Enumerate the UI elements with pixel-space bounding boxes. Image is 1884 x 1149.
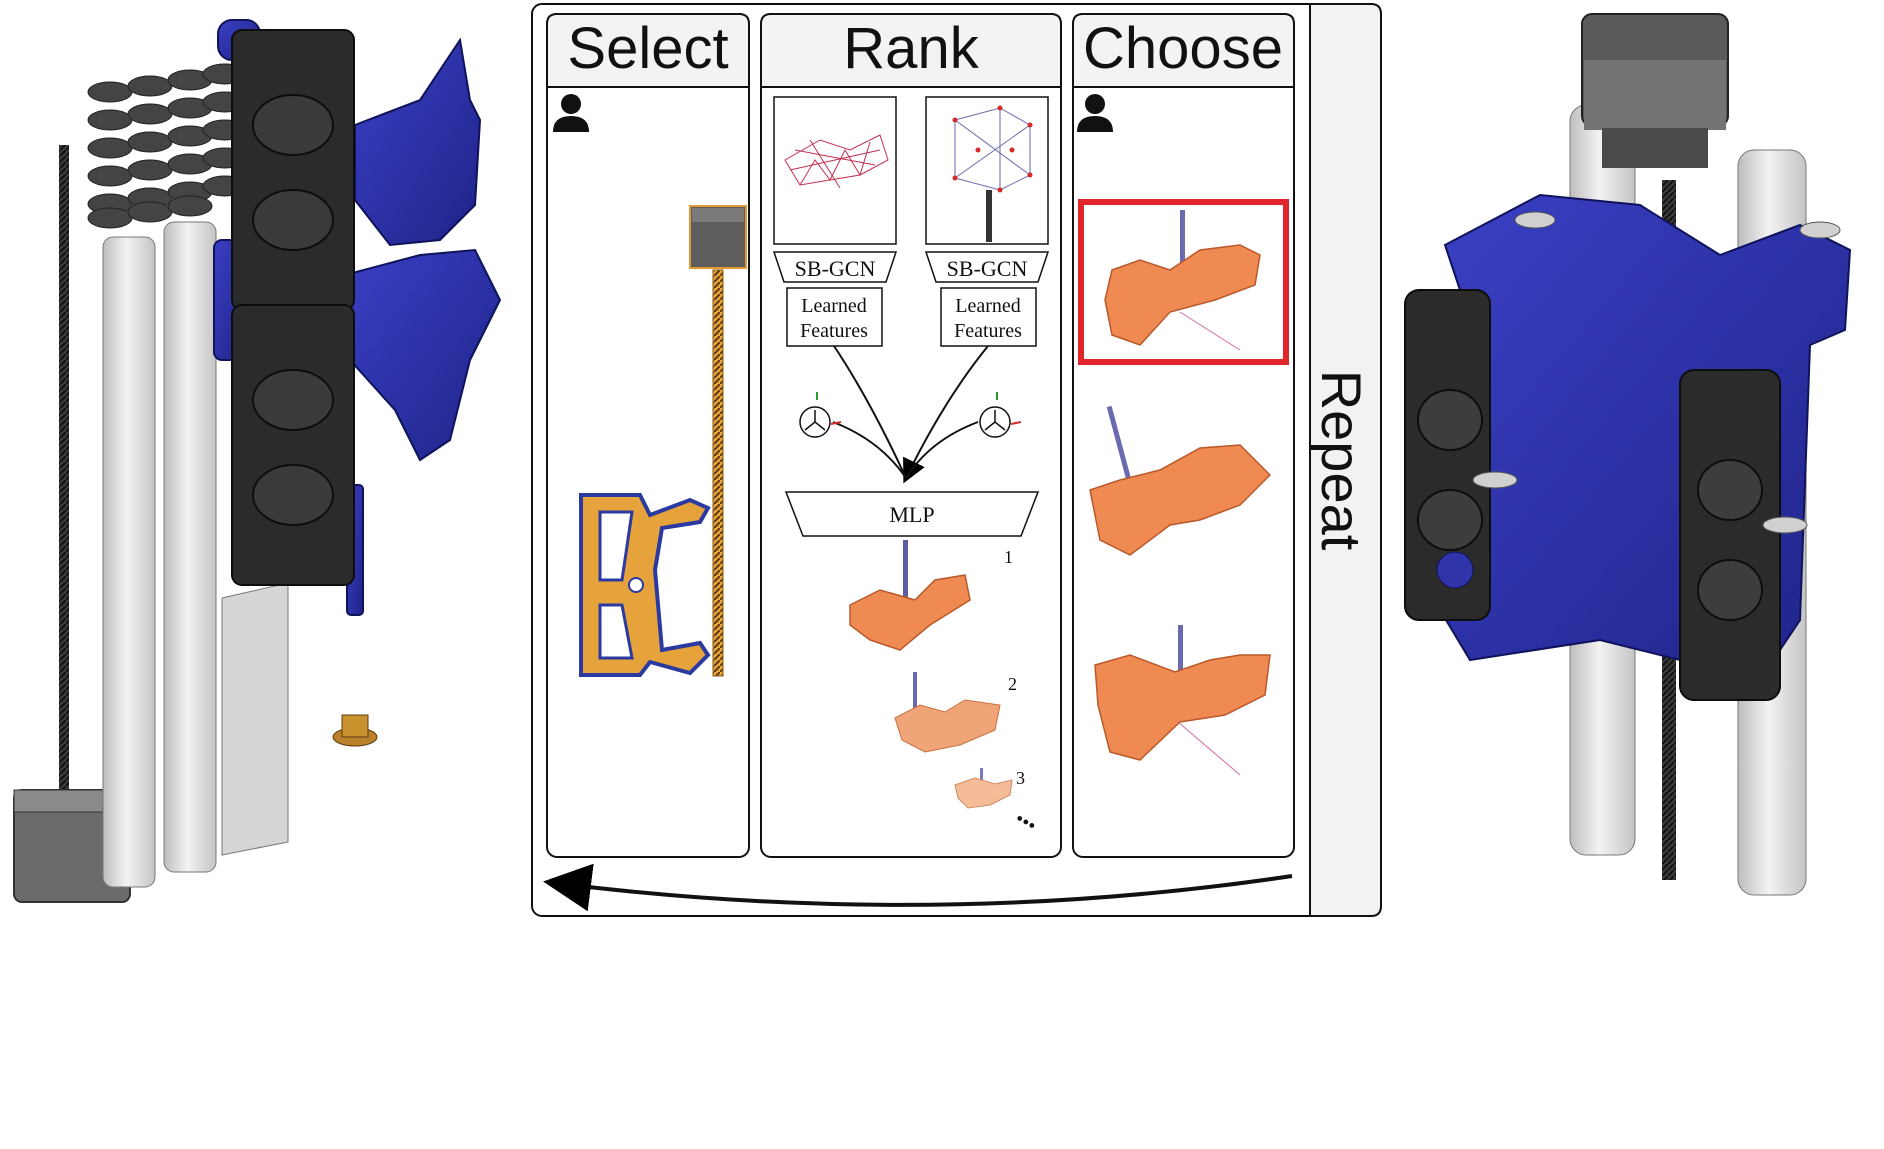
mounting-bracket	[221, 582, 289, 856]
rank-number-2: 2	[1008, 674, 1017, 694]
learned-features-line2-right: Features	[954, 320, 1022, 342]
user-icon	[1077, 94, 1113, 132]
chosen-candidate-1[interactable]	[1104, 210, 1261, 351]
rank-number-3: 3	[1016, 768, 1025, 788]
choose-title: Choose	[1083, 16, 1283, 81]
rank-title: Rank	[843, 16, 979, 81]
merge-arrow-gizmo-right	[905, 421, 979, 479]
repeat-label: Repeat	[1310, 370, 1373, 551]
learned-features-line1-left: Learned	[801, 295, 867, 317]
rank-panel: Rank SB-GCN SB-G	[760, 13, 1062, 858]
stepper-motor-icon	[1581, 13, 1729, 168]
chosen-candidate-3[interactable]	[1094, 625, 1271, 776]
graph-nodes	[952, 105, 1033, 193]
chosen-candidate-2[interactable]	[1089, 405, 1272, 556]
blue-knob	[1436, 551, 1474, 589]
guide-tube	[163, 221, 217, 873]
merge-arrow-gizmo-left	[832, 421, 907, 479]
mlp-block	[784, 491, 1040, 537]
ranked-candidate-3: 3	[954, 768, 1025, 809]
selected-candidate-highlight[interactable]	[1078, 199, 1289, 365]
sb-gcn-encoder-right	[924, 251, 1050, 283]
ranked-candidate-2: 2	[894, 672, 1017, 753]
learned-features-box-left	[786, 287, 883, 347]
rank-number-1: 1	[1004, 547, 1013, 567]
exploded-assembly-render	[13, 19, 502, 903]
ranked-candidate-1: 1	[849, 540, 1013, 651]
sb-gcn-encoder-left	[772, 251, 898, 283]
repeat-strip	[1309, 3, 1382, 917]
learned-features-box-right	[940, 287, 1037, 347]
choose-panel: Choose	[1072, 13, 1295, 858]
merge-arrow-right	[903, 345, 989, 484]
mlp-label: MLP	[889, 502, 934, 527]
lead-screw-icon	[986, 190, 992, 242]
lead-screw-icon	[712, 269, 724, 677]
repeat-loop-arrow	[543, 863, 1293, 912]
black-carriage-blocks	[1404, 289, 1781, 701]
brass-nut	[332, 714, 378, 747]
select-title: Select	[567, 16, 728, 81]
coordinate-gizmo-icon	[799, 392, 842, 438]
learned-features-line2-left: Features	[800, 320, 868, 342]
part-wireframe-graph	[784, 134, 889, 189]
assembled-carriage-render	[1404, 13, 1852, 896]
workflow-diagram: Repeat Select	[531, 3, 1382, 917]
coordinate-gizmo-icon	[979, 392, 1022, 438]
bearing-rings	[1472, 211, 1841, 534]
user-icon	[553, 94, 589, 132]
guide-tube	[102, 236, 156, 888]
sb-gcn-label-right: SB-GCN	[947, 256, 1028, 281]
selected-carriage-part	[579, 493, 711, 677]
black-carriage-blocks	[231, 29, 355, 586]
bearing-stack	[87, 63, 248, 229]
learned-features-line1-right: Learned	[955, 295, 1021, 317]
stepper-motor-icon	[689, 205, 747, 269]
blue-printed-parts	[213, 19, 502, 616]
merge-arrow-left	[833, 345, 907, 479]
sb-gcn-label-left: SB-GCN	[795, 256, 876, 281]
select-panel: Select	[546, 13, 750, 858]
lead-screw-icon	[59, 145, 69, 795]
